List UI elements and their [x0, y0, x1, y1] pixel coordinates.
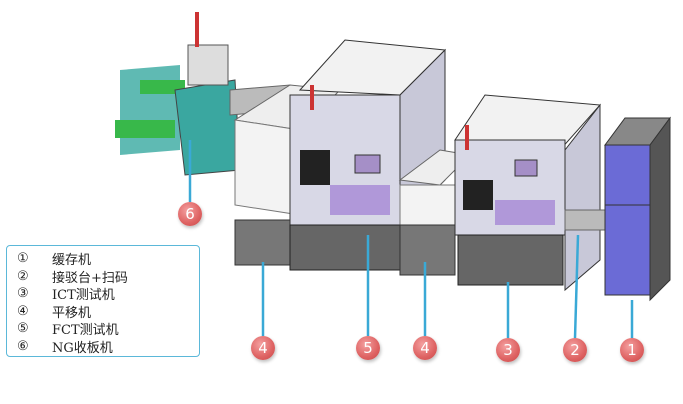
legend-item: ① 缓存机: [17, 250, 199, 268]
legend-number: ②: [17, 268, 29, 284]
legend-box: ① 缓存机 ② 接驳台+扫码 ③ ICT测试机 ④ 平移机 ⑤ FCT测试机 ⑥ NG收板机: [6, 245, 200, 357]
legend-number: ①: [17, 251, 29, 267]
callout-6: 6: [178, 202, 202, 226]
legend-label: FCT测试机: [52, 323, 119, 339]
legend-number: ⑥: [17, 338, 29, 354]
legend-label: 缓存机: [52, 253, 92, 269]
legend-label: NG收板机: [52, 340, 113, 356]
callout-5: 5: [356, 336, 380, 360]
callout-4-fct-side: 4: [251, 336, 275, 360]
ict-machine: [398, 94, 611, 292]
legend-number: ⑤: [17, 321, 29, 337]
legend-item: ⑥ NG收板机: [17, 338, 199, 356]
legend-item: ④ 平移机: [17, 303, 199, 321]
legend-number: ④: [17, 303, 29, 319]
callout-2: 2: [563, 338, 587, 362]
callout-4-ict-side: 4: [413, 336, 437, 360]
legend-item: ② 接驳台+扫码: [17, 268, 199, 286]
leader-lines: [188, 140, 634, 339]
callout-1: 1: [620, 338, 644, 362]
legend-item: ③ ICT测试机: [17, 285, 199, 303]
legend-item: ⑤ FCT测试机: [17, 320, 199, 338]
buffer-machine: [604, 116, 671, 302]
callout-3: 3: [496, 338, 520, 362]
legend-number: ③: [17, 286, 29, 302]
legend-label: ICT测试机: [52, 288, 115, 304]
legend-label: 平移机: [52, 305, 92, 321]
legend-label: 接驳台+扫码: [52, 270, 128, 286]
